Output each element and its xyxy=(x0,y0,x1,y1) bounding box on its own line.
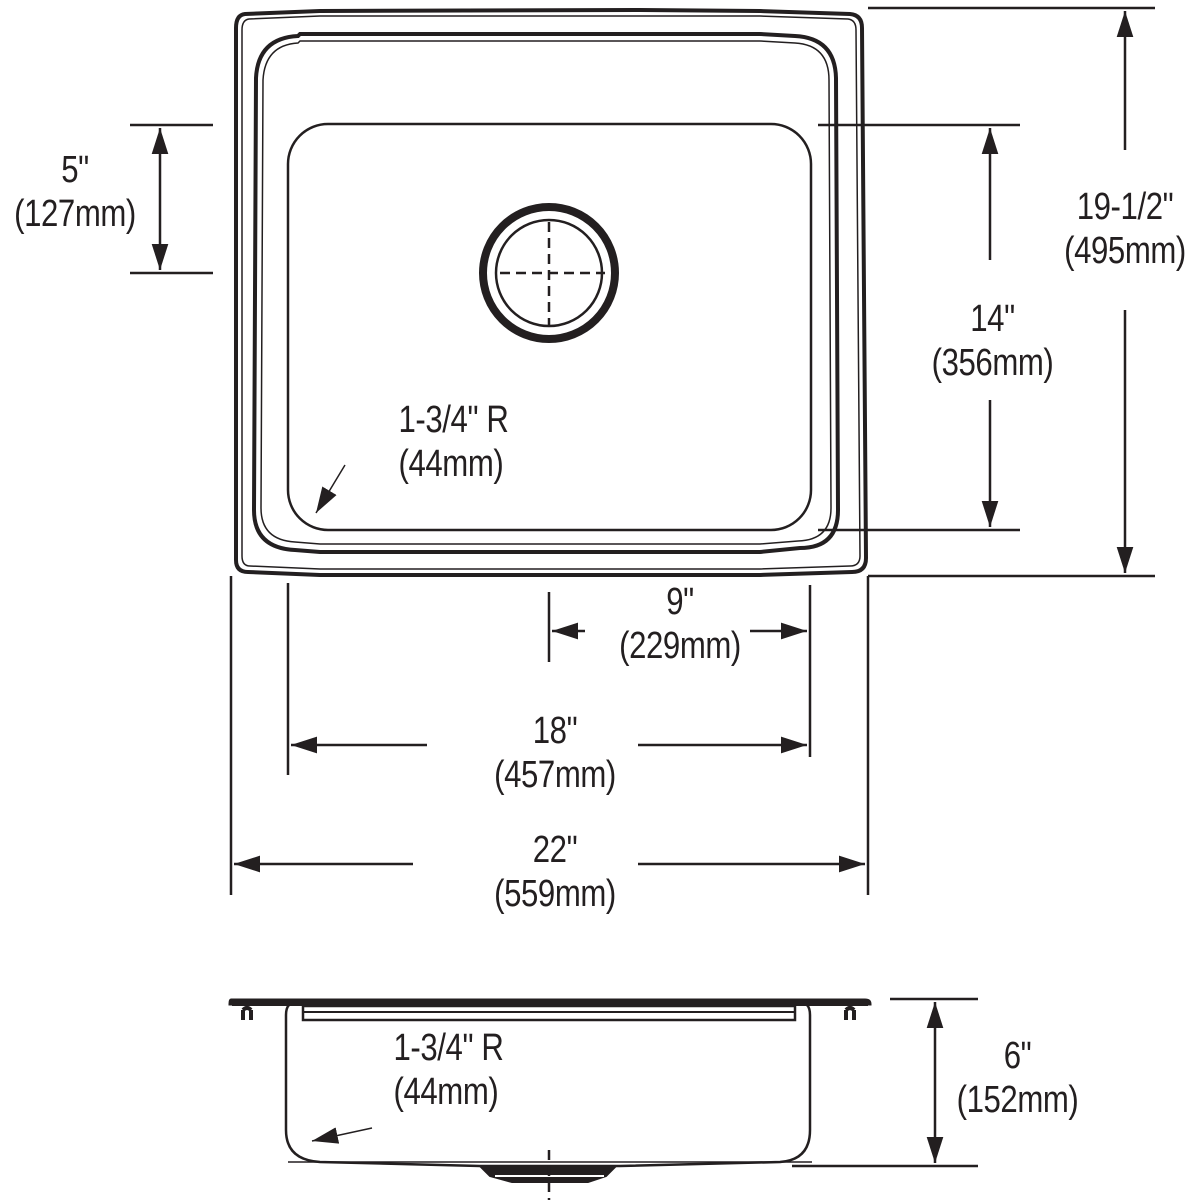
top-view xyxy=(234,7,869,577)
drain-outer-ring xyxy=(479,203,619,343)
bowl-profile xyxy=(284,1004,812,1168)
dim-14in-label: 14" (356mm) xyxy=(931,298,1054,384)
side-view-dimensions xyxy=(311,997,978,1168)
outer-flange-inner-line xyxy=(241,15,861,570)
dim-22in-label: 22" (559mm) xyxy=(494,829,616,915)
rim-outline xyxy=(251,32,841,554)
dim-18in-label: 18" (457mm) xyxy=(494,710,616,796)
side-view xyxy=(228,998,872,1200)
top-view-dimensions xyxy=(130,6,1155,895)
mounting-clip-left xyxy=(241,1006,253,1020)
rim-inner-line xyxy=(260,40,832,545)
mounting-clip-right xyxy=(844,1006,856,1020)
radius-label-top: 1-3/4" R (44mm) xyxy=(398,399,509,485)
dim-6in-label: 6" (152mm) xyxy=(956,1035,1079,1121)
dim-19-5in-label: 19-1/2" (495mm) xyxy=(1064,186,1186,272)
radius-leader-side xyxy=(311,1127,373,1144)
radius-leader-top xyxy=(315,464,346,514)
dim-9in-label: 9" (229mm) xyxy=(619,581,741,667)
radius-label-side: 1-3/4" R (44mm) xyxy=(393,1027,504,1113)
dim-5in-label: 5" (127mm) xyxy=(14,149,136,235)
outer-flange-outline xyxy=(234,7,869,577)
bowl-outline xyxy=(286,122,813,532)
